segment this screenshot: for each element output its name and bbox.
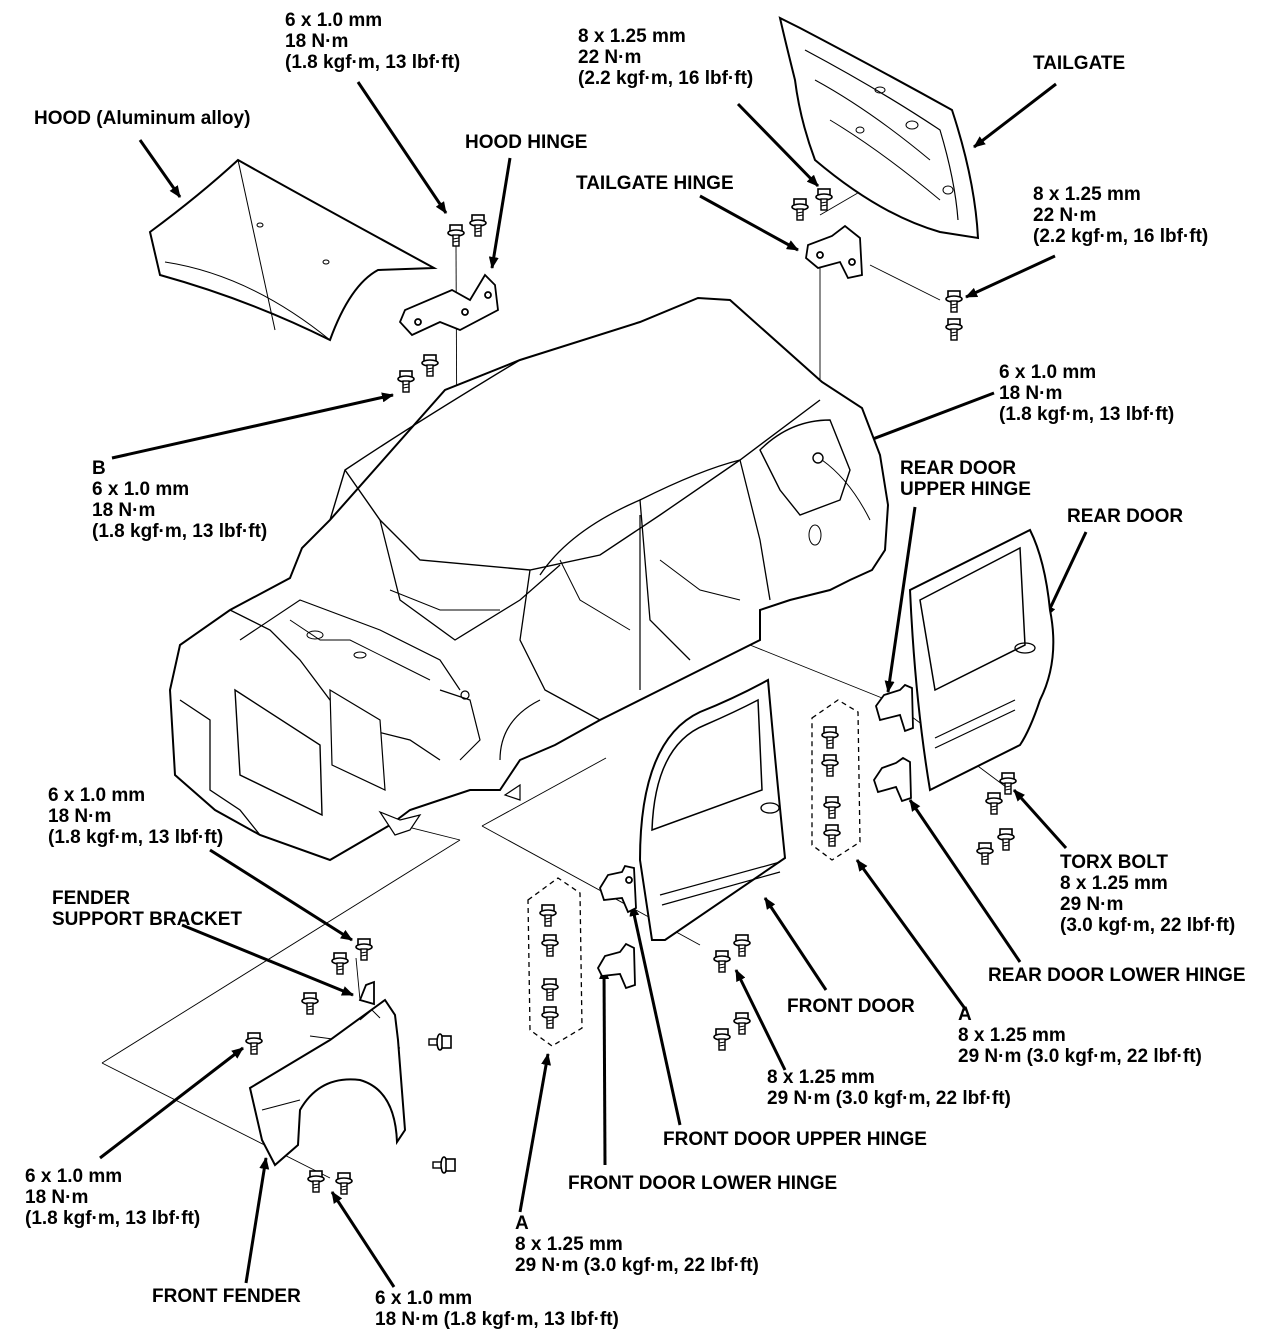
tailgate-label: TAILGATE (1033, 53, 1126, 74)
vehicle-body (168, 296, 890, 862)
front-door-lower-hinge-label: FRONT DOOR LOWER HINGE (568, 1173, 838, 1194)
tailgate-hinge (805, 224, 863, 280)
front-fender (248, 998, 407, 1167)
rear-door-label: REAR DOOR (1067, 506, 1184, 527)
fender-support-bracket (358, 980, 375, 1006)
front-door-lower-hinge (596, 942, 636, 990)
front-door-upper-hinge-label: FRONT DOOR UPPER HINGE (663, 1129, 927, 1150)
tailgate-hinge-label: TAILGATE HINGE (576, 173, 734, 194)
rear-door-lower-hinge (873, 756, 912, 803)
rear-door-lower-hinge-label: REAR DOOR LOWER HINGE (988, 965, 1246, 986)
front-door-upper-hinge (599, 864, 637, 914)
rear-door-upper-hinge (875, 683, 914, 733)
rear-door (908, 528, 1055, 792)
dashed-bolt-groups (527, 699, 861, 1047)
hood (148, 158, 438, 342)
tailgate (778, 16, 980, 240)
front-fender-label: FRONT FENDER (152, 1286, 301, 1307)
front-door (638, 678, 787, 941)
front-door-label: FRONT DOOR (787, 996, 915, 1017)
hood-hinge-label: HOOD HINGE (465, 132, 588, 153)
hood-label: HOOD (Aluminum alloy) (34, 108, 251, 129)
hood-hinge (398, 273, 499, 337)
